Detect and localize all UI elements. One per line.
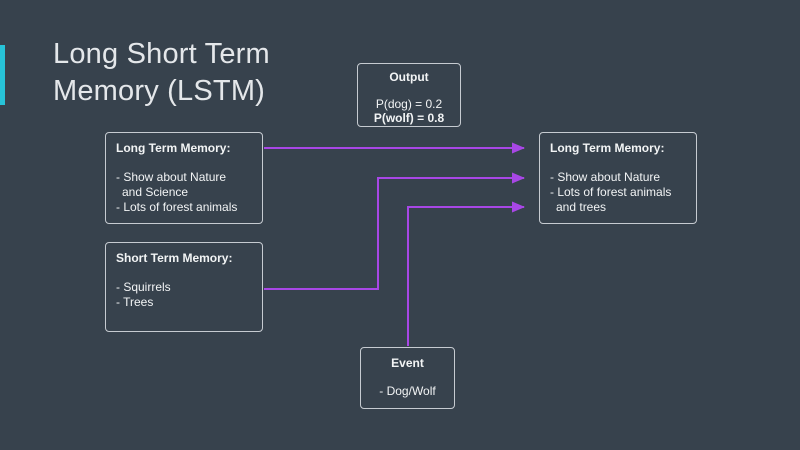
ltm-right-title: Long Term Memory: bbox=[550, 141, 665, 155]
arrow-stm-to-ltm-right bbox=[264, 172, 525, 290]
output-prob-dog: P(dog) = 0.2 bbox=[375, 97, 443, 111]
ltm-left-item-1-cont: and Science bbox=[122, 185, 189, 199]
event-box-title: Event bbox=[391, 356, 424, 370]
long-term-memory-left-box: Long Term Memory: - Show about Nature an… bbox=[105, 132, 263, 224]
short-term-memory-box: Short Term Memory: - Squirrels - Trees bbox=[105, 242, 263, 332]
output-box-title: Output bbox=[389, 70, 429, 84]
slide-title: Long Short Term Memory (LSTM) bbox=[53, 36, 270, 110]
stm-title: Short Term Memory: bbox=[116, 251, 233, 265]
title-accent-bar bbox=[0, 45, 5, 105]
stm-item-2: - Trees bbox=[116, 295, 154, 309]
ltm-right-item-2-cont: and trees bbox=[556, 200, 607, 214]
arrow-event-to-ltm-right bbox=[407, 201, 525, 346]
ltm-left-item-2: - Lots of forest animals bbox=[116, 200, 238, 214]
output-box: Output P(dog) = 0.2 P(wolf) = 0.8 bbox=[357, 63, 461, 127]
ltm-right-item-1: - Show about Nature bbox=[550, 170, 661, 184]
slide-title-line2: Memory (LSTM) bbox=[53, 75, 266, 107]
event-item-1: - Dog/Wolf bbox=[379, 384, 436, 398]
ltm-left-item-1: - Show about Nature bbox=[116, 170, 227, 184]
slide-title-line1: Long Short Term bbox=[53, 38, 270, 70]
event-box: Event - Dog/Wolf bbox=[360, 347, 455, 409]
stm-item-1: - Squirrels bbox=[116, 280, 171, 294]
output-prob-wolf: P(wolf) = 0.8 bbox=[373, 111, 445, 125]
long-term-memory-right-box: Long Term Memory: - Show about Nature - … bbox=[539, 132, 697, 224]
ltm-right-item-2: - Lots of forest animals bbox=[550, 185, 672, 199]
ltm-left-title: Long Term Memory: bbox=[116, 141, 231, 155]
